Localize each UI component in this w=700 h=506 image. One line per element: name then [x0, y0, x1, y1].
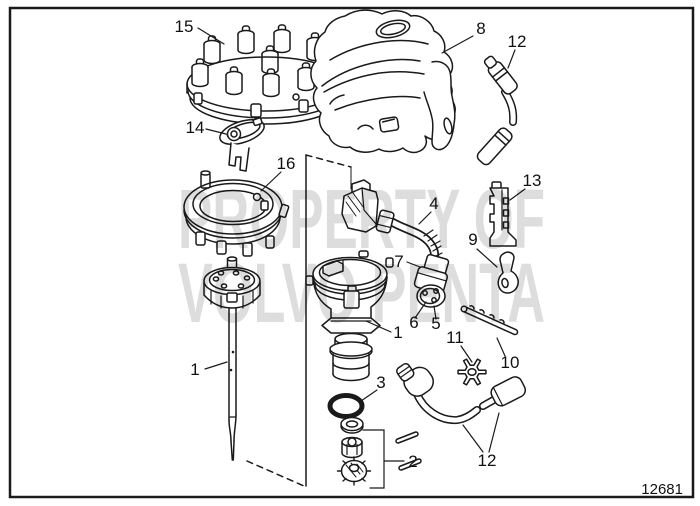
spark-plug-wire-top-drawing	[476, 55, 518, 166]
watermark: PROPERTY OF VOLVO PENTA	[178, 172, 545, 340]
watermark-line-1: PROPERTY OF	[178, 172, 545, 266]
part-number-8: 8	[476, 19, 485, 38]
connector-drawing	[413, 253, 450, 308]
part-number-12-bottom: 12	[478, 451, 497, 470]
distributor-shaft-drawing	[203, 256, 261, 461]
rotor-drawing	[219, 117, 265, 172]
part-number-2: 2	[408, 452, 417, 471]
clamp-ring-drawing	[183, 170, 290, 257]
cover-shield-drawing	[310, 9, 456, 154]
o-ring-drawing	[327, 393, 365, 419]
part-number-4: 4	[429, 194, 438, 213]
retainer-strip-drawing	[460, 305, 519, 336]
star-washer-drawing	[457, 358, 487, 386]
part-number-7: 7	[394, 252, 403, 271]
bracket-drawing	[489, 181, 517, 247]
part-number-9: 9	[468, 230, 477, 249]
distributor-body-drawing	[305, 250, 394, 382]
part-number-10: 10	[501, 353, 520, 372]
group-boundary-lines	[246, 154, 352, 487]
watermark-line-2: VOLVO PENTA	[178, 246, 545, 340]
lock-tab-drawing	[497, 251, 519, 294]
spark-plug-wire-bottom-drawing	[396, 362, 527, 425]
drawing-number: 12681	[641, 481, 683, 498]
part-number-14: 14	[186, 118, 205, 137]
part-number-16: 16	[277, 154, 296, 173]
part-number-12-top: 12	[508, 32, 527, 51]
part-number-15: 15	[175, 17, 194, 36]
repair-kit-drawing	[336, 416, 422, 486]
border-frame	[8, 6, 695, 499]
part-number-13: 13	[523, 171, 542, 190]
part-number-1-body: 1	[393, 323, 402, 342]
part-number-6: 6	[409, 313, 418, 332]
part-number-5: 5	[431, 314, 440, 333]
part-number-3: 3	[376, 373, 385, 392]
part-number-11: 11	[446, 328, 464, 347]
part-number-1-shaft: 1	[190, 360, 199, 379]
leader-lines	[197, 27, 526, 489]
